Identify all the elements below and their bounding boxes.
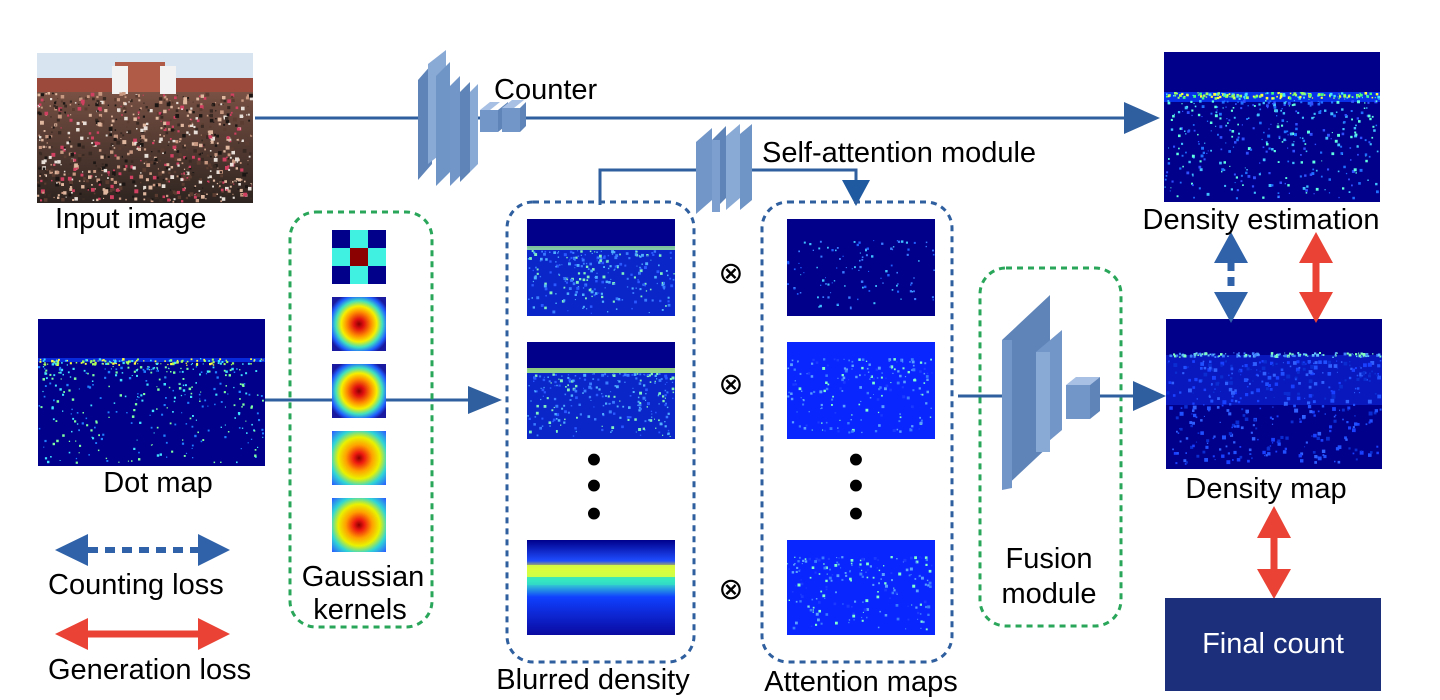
attention-ellipsis-dot-2: • (848, 461, 864, 510)
otimes-symbol-1: ⊗ (718, 256, 744, 291)
generation-loss-legend-arrow (55, 618, 230, 650)
gaussian-kernels-label-line2: kernels (313, 594, 407, 626)
fusion-output-arrowhead (1133, 381, 1166, 411)
counter-flow-arrowhead (1124, 102, 1160, 134)
generation-loss-arrow-vertical-top (1299, 232, 1333, 323)
blurred-ellipsis-dot-2: • (586, 461, 602, 510)
gaussian-kernel-5 (332, 498, 386, 552)
fusion-network (1002, 295, 1100, 490)
input-image (37, 53, 253, 203)
input-image-label: Input image (55, 203, 207, 235)
density-map-heatmap (1166, 319, 1382, 469)
counter-network (418, 50, 526, 186)
density-map-label: Density map (1185, 473, 1347, 505)
blurred-ellipsis-dot-1: • (586, 435, 602, 484)
gaussian-kernels-group (288, 210, 434, 629)
dot-map-label: Dot map (103, 467, 213, 499)
otimes-symbol-2: ⊗ (718, 367, 744, 402)
generation-loss-label: Generation loss (48, 654, 252, 686)
counting-loss-label: Counting loss (48, 569, 224, 601)
gaussian-kernel-small (332, 230, 386, 284)
attention-map-3 (787, 540, 935, 635)
final-count-label: Final count (1202, 628, 1344, 660)
otimes-symbol-3: ⊗ (718, 572, 744, 607)
blurred-density-label: Blurred density (496, 664, 690, 696)
attention-map-1 (787, 219, 935, 316)
attention-map-2 (787, 342, 935, 439)
self-attention-arrowhead (842, 180, 870, 206)
attention-maps-group (760, 200, 954, 664)
fusion-module-group (978, 266, 1123, 628)
self-attention-network (696, 124, 752, 214)
attention-ellipsis-dot-1: • (848, 435, 864, 484)
counter-label: Counter (494, 74, 598, 106)
blurred-density-map-1 (527, 219, 675, 316)
gaussian-kernel-3 (332, 364, 386, 418)
counting-loss-arrow-vertical (1214, 232, 1248, 323)
gaussian-kernels-label-line1: Gaussian (301, 561, 425, 593)
counting-loss-legend-arrow (55, 534, 230, 566)
gaussian-kernel-4 (332, 431, 386, 485)
attention-maps-label: Attention maps (764, 666, 958, 698)
generation-loss-arrow-vertical-bottom (1257, 506, 1291, 599)
fusion-module-label-line1: Fusion (1005, 543, 1093, 575)
density-estimation-heatmap (1164, 52, 1380, 202)
attention-ellipsis-dot-3: • (848, 489, 864, 538)
dot-map-flow-arrowhead (468, 386, 502, 414)
dot-map (38, 319, 265, 466)
fusion-module-label-line2: module (1001, 578, 1097, 610)
blurred-ellipsis-dot-3: • (586, 489, 602, 538)
density-estimation-label: Density estimation (1142, 204, 1380, 236)
blurred-density-group (505, 200, 696, 664)
gaussian-kernel-2 (332, 297, 386, 351)
blurred-density-map-2 (527, 342, 675, 439)
blurred-density-map-3 (527, 540, 675, 635)
final-count-box: Final count (1165, 598, 1381, 691)
self-attention-label: Self-attention module (762, 137, 1037, 169)
